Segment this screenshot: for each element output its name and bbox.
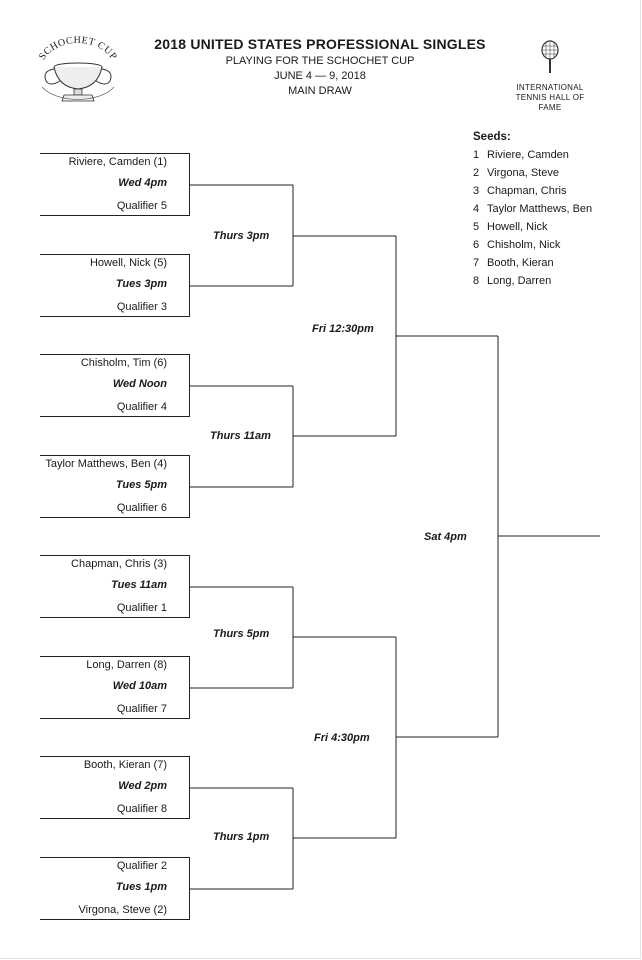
- quarterfinal-time-4: Thurs 1pm: [213, 831, 270, 843]
- ithf-line1: INTERNATIONAL: [516, 83, 584, 92]
- seed-item: 5 Howell, Nick: [473, 218, 592, 236]
- final-time: Sat 4pm: [424, 531, 467, 543]
- seed-name: Chisholm, Nick: [487, 239, 561, 251]
- seed-name: Virgona, Steve: [487, 167, 559, 179]
- player-slot: Long, Darren (8): [86, 659, 167, 671]
- match-6: Long, Darren (8) Wed 10am Qualifier 7: [40, 656, 190, 719]
- match-7: Booth, Kieran (7) Wed 2pm Qualifier 8: [40, 756, 190, 819]
- seed-item: 3 Chapman, Chris: [473, 182, 592, 200]
- ithf-line2: TENNIS HALL OF FAME: [515, 93, 585, 112]
- seed-number: 8: [473, 275, 480, 287]
- seed-number: 4: [473, 203, 480, 215]
- player-slot: Chisholm, Tim (6): [80, 357, 167, 369]
- seed-item: 8 Long, Darren: [473, 272, 592, 290]
- seed-item: 2 Virgona, Steve: [473, 164, 592, 182]
- document-title: 2018 UNITED STATES PROFESSIONAL SINGLES: [154, 36, 486, 52]
- player-slot: Chapman, Chris (3): [71, 558, 167, 570]
- match-time: Wed Noon: [112, 378, 167, 390]
- player-slot: Qualifier 3: [116, 301, 167, 313]
- player-slot: Qualifier 4: [116, 401, 167, 413]
- player-slot: Qualifier 7: [116, 703, 167, 715]
- seed-number: 6: [473, 239, 480, 251]
- seed-name: Chapman, Chris: [487, 185, 567, 197]
- match-2: Howell, Nick (5) Tues 3pm Qualifier 3: [40, 254, 190, 317]
- match-time: Wed 2pm: [118, 780, 167, 792]
- seed-item: 7 Booth, Kieran: [473, 254, 592, 272]
- seed-item: 4 Taylor Matthews, Ben: [473, 200, 592, 218]
- seed-item: 6 Chisholm, Nick: [473, 236, 592, 254]
- match-1: Riviere, Camden (1) Wed 4pm Qualifier 5: [40, 153, 190, 216]
- player-slot: Riviere, Camden (1): [68, 156, 167, 168]
- player-slot: Howell, Nick (5): [89, 257, 167, 269]
- match-time: Tues 5pm: [115, 479, 167, 491]
- match-3: Chisholm, Tim (6) Wed Noon Qualifier 4: [40, 354, 190, 417]
- schochet-cup-logo: SCHOCHET CUP: [28, 35, 128, 110]
- seed-number: 2: [473, 167, 480, 179]
- seed-item: 1 Riviere, Camden: [473, 146, 592, 164]
- match-time: Wed 10am: [112, 680, 167, 692]
- player-slot: Qualifier 6: [116, 502, 167, 514]
- match-time: Tues 1pm: [115, 881, 167, 893]
- match-time: Tues 11am: [111, 579, 167, 591]
- match-8: Qualifier 2 Tues 1pm Virgona, Steve (2): [40, 857, 190, 920]
- quarterfinal-time-3: Thurs 5pm: [213, 628, 270, 640]
- semifinal-time-1: Fri 12:30pm: [312, 323, 374, 335]
- seed-name: Taylor Matthews, Ben: [487, 203, 593, 215]
- tennis-racket-icon: [541, 40, 559, 73]
- ithf-logo: INTERNATIONAL TENNIS HALL OF FAME: [505, 40, 595, 113]
- match-time: Tues 3pm: [115, 278, 167, 290]
- seed-name: Howell, Nick: [487, 221, 548, 233]
- subtitle: PLAYING FOR THE SCHOCHET CUP: [225, 55, 415, 67]
- seed-name: Booth, Kieran: [487, 257, 554, 269]
- seed-number: 3: [473, 185, 480, 197]
- seed-name: Long, Darren: [487, 275, 552, 287]
- player-slot: Taylor Matthews, Ben (4): [45, 458, 167, 470]
- match-time: Wed 4pm: [118, 177, 167, 189]
- quarterfinal-time-1: Thurs 3pm: [213, 230, 270, 242]
- match-5: Chapman, Chris (3) Tues 11am Qualifier 1: [40, 555, 190, 618]
- quarterfinal-time-2: Thurs 11am: [210, 430, 271, 442]
- player-slot: Qualifier 5: [116, 200, 167, 212]
- seed-number: 7: [473, 257, 480, 269]
- seed-number: 1: [473, 149, 480, 161]
- seeds-title: Seeds:: [473, 131, 511, 143]
- semifinal-time-2: Fri 4:30pm: [314, 732, 370, 744]
- seed-name: Riviere, Camden: [487, 149, 569, 161]
- seed-number: 5: [473, 221, 480, 233]
- player-slot: Qualifier 1: [116, 602, 167, 614]
- event-dates: JUNE 4 — 9, 2018: [274, 70, 366, 82]
- header: 2018 UNITED STATES PROFESSIONAL SINGLES …: [140, 36, 500, 97]
- player-slot: Qualifier 8: [116, 803, 167, 815]
- player-slot: Virgona, Steve (2): [78, 904, 167, 916]
- draw-label: MAIN DRAW: [288, 85, 352, 97]
- match-4: Taylor Matthews, Ben (4) Tues 5pm Qualif…: [40, 455, 190, 518]
- player-slot: Qualifier 2: [116, 860, 167, 872]
- player-slot: Booth, Kieran (7): [83, 759, 167, 771]
